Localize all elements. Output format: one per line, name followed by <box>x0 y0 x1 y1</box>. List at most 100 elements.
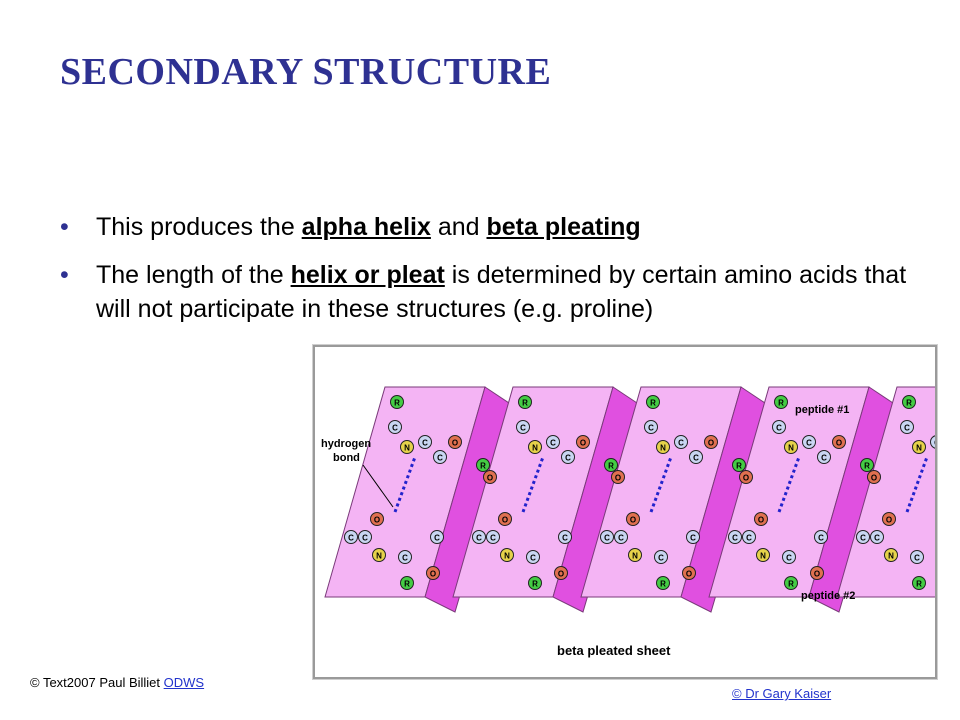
atom-node <box>682 566 696 580</box>
atom-label: C <box>550 439 556 448</box>
atom-label: C <box>690 534 696 543</box>
atom-label: C <box>437 454 443 463</box>
figure-caption: beta pleated sheet <box>557 643 671 658</box>
atom-node <box>656 576 670 590</box>
atom-label: C <box>914 554 920 563</box>
atom-label: C <box>476 534 482 543</box>
atom-label: C <box>490 534 496 543</box>
atom-node <box>558 530 572 544</box>
atom-node <box>476 458 490 472</box>
atom-node <box>910 550 924 564</box>
atom-node <box>817 450 831 464</box>
atom-label: O <box>580 439 586 448</box>
credit-text: © Text2007 Paul Billiet <box>30 675 164 690</box>
atom-node <box>526 550 540 564</box>
hydrogen-bond-label-line1: hydrogen <box>321 438 371 450</box>
atom-label: O <box>743 474 749 483</box>
atom-label: C <box>934 439 935 448</box>
atom-label: C <box>434 534 440 543</box>
atom-label: C <box>806 439 812 448</box>
bullet-list: • This produces the alpha helix and beta… <box>60 210 920 340</box>
atom-node <box>418 435 432 449</box>
atom-label: C <box>565 454 571 463</box>
atom-label: N <box>916 444 922 453</box>
atom-node <box>728 530 742 544</box>
atom-label: R <box>394 399 400 408</box>
peptide-1-label: peptide #1 <box>795 404 849 416</box>
atom-label: R <box>522 399 528 408</box>
atom-node <box>784 576 798 590</box>
atom-label: O <box>686 570 692 579</box>
atom-label: O <box>502 516 508 525</box>
atom-label: R <box>650 399 656 408</box>
atom-node <box>518 395 532 409</box>
atom-label: C <box>392 424 398 433</box>
atom-label: C <box>658 554 664 563</box>
atom-node <box>626 512 640 526</box>
atom-node <box>810 566 824 580</box>
atom-node <box>742 530 756 544</box>
atom-node <box>433 450 447 464</box>
atom-label: O <box>886 516 892 525</box>
atom-node <box>832 435 846 449</box>
atom-label: R <box>778 399 784 408</box>
atom-node <box>472 530 486 544</box>
bullet-dot: • <box>60 261 69 289</box>
atom-node <box>546 435 560 449</box>
atom-label: C <box>422 439 428 448</box>
atom-node <box>656 440 670 454</box>
atom-label: O <box>615 474 621 483</box>
atom-node <box>486 530 500 544</box>
atom-node <box>516 420 530 434</box>
atom-label: N <box>532 444 538 453</box>
atom-label: N <box>404 444 410 453</box>
atom-label: R <box>480 462 486 471</box>
hydrogen-bond-label-line2: bond <box>333 452 360 464</box>
hydrogen-bond-pointer <box>362 464 394 508</box>
atom-label: R <box>404 580 410 589</box>
atom-label: C <box>604 534 610 543</box>
atom-node <box>498 512 512 526</box>
atom-node <box>483 470 497 484</box>
gary-kaiser-link[interactable]: © Dr Gary Kaiser <box>732 686 832 701</box>
atom-label: N <box>788 444 794 453</box>
atom-label: N <box>504 552 510 561</box>
atom-node <box>426 566 440 580</box>
atom-node <box>448 435 462 449</box>
atom-node <box>576 435 590 449</box>
atom-label: R <box>906 399 912 408</box>
atom-node <box>628 548 642 562</box>
odws-link[interactable]: ODWS <box>163 675 205 690</box>
atom-node <box>604 458 618 472</box>
atom-label: O <box>708 439 714 448</box>
atom-node <box>802 435 816 449</box>
hydrogen-bond-line <box>777 456 801 513</box>
bullet-item: • This produces the alpha helix and beta… <box>60 210 920 244</box>
atom-node <box>372 548 386 562</box>
atom-label: R <box>916 580 922 589</box>
text-credit: © Text2007 Paul Billiet ODWS <box>30 675 204 690</box>
peptide-2-label: peptide #2 <box>801 590 855 602</box>
atom-label: R <box>864 462 870 471</box>
atom-node <box>500 548 514 562</box>
atom-node <box>732 458 746 472</box>
atom-label: C <box>618 534 624 543</box>
pleat-face-light <box>836 386 935 598</box>
atom-label: R <box>532 580 538 589</box>
atom-node <box>388 420 402 434</box>
atom-label: C <box>530 554 536 563</box>
atom-node <box>528 576 542 590</box>
hydrogen-bond-line <box>649 456 673 513</box>
atom-label: C <box>693 454 699 463</box>
atom-label: R <box>660 580 666 589</box>
atom-label: C <box>648 424 654 433</box>
atom-node <box>739 470 753 484</box>
slide-title: SECONDARY STRUCTURE <box>60 51 552 93</box>
atom-label: N <box>660 444 666 453</box>
bullet-text: This produces the <box>96 213 302 241</box>
atom-label: O <box>558 570 564 579</box>
atom-label: R <box>788 580 794 589</box>
atom-label: N <box>376 552 382 561</box>
atom-node <box>674 435 688 449</box>
